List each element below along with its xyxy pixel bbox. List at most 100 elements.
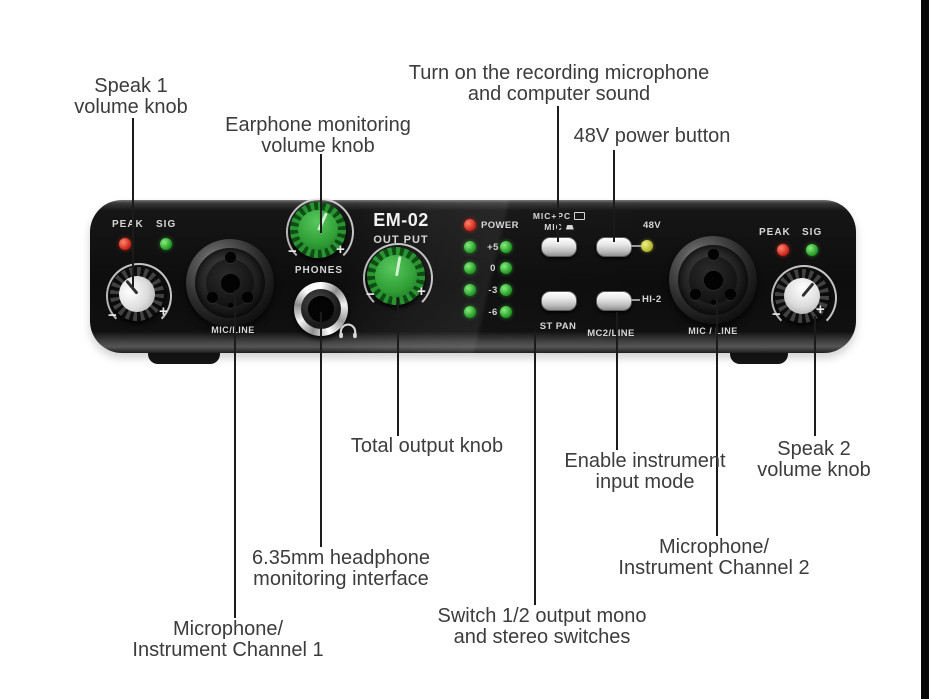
leader-48v	[613, 150, 615, 242]
plus-mark: +	[336, 241, 345, 258]
minus-mark: −	[772, 306, 781, 323]
48v-led-connector	[631, 245, 642, 247]
label-mic-instrument-channel2: Microphone/ Instrument Channel 2	[618, 537, 809, 579]
knob-arc	[363, 243, 433, 313]
leader-earphone	[320, 154, 322, 233]
knob-arc	[106, 263, 172, 329]
device-foot-right	[730, 350, 788, 364]
mic-label-row: MIC	[526, 222, 592, 232]
minus-mark: −	[288, 243, 297, 260]
headphone-635mm-jack	[294, 282, 348, 336]
label-mic-instrument-channel1: Microphone/ Instrument Channel 1	[132, 619, 323, 661]
label-line: Microphone/	[172, 618, 284, 640]
label-line: volume knob	[261, 135, 375, 157]
xlr-pin-hole	[725, 289, 736, 300]
peak-label-ch1: PEAK	[112, 219, 144, 230]
leader-switch	[534, 331, 536, 605]
label-total-output-knob: Total output knob	[351, 436, 503, 457]
output-label: OUT PUT	[373, 234, 429, 246]
label-line: Total output knob	[350, 435, 504, 457]
mic-label: MIC	[544, 222, 563, 232]
peak-label-ch2: PEAK	[759, 227, 791, 238]
xlr-pin-hole	[242, 292, 253, 303]
computer-icon	[574, 212, 586, 220]
leader-speak2	[814, 316, 816, 436]
xlr-pin-hole	[224, 252, 236, 263]
mic-pc-label-row: MIC+PC	[526, 211, 592, 221]
label-line: volume knob	[757, 459, 871, 481]
minus-mark: −	[366, 286, 375, 303]
mic-pc-mix-button	[541, 237, 577, 257]
48v-label: 48V	[642, 220, 662, 231]
meter-level-label: 0	[490, 263, 496, 274]
label-line: and computer sound	[467, 83, 651, 105]
power-led	[464, 219, 476, 231]
knob-pointer	[800, 282, 815, 298]
peak-led-ch2	[777, 244, 789, 256]
label-line: Instrument Channel 1	[132, 639, 324, 661]
audio-interface-em02: PEAK SIG − + MIC/LINE − + PHONES	[90, 198, 856, 353]
leader-channel2	[716, 292, 718, 536]
leader-635mm	[320, 312, 322, 547]
phones-label: PHONES	[294, 265, 344, 276]
sig-label-ch1: SIG	[156, 219, 177, 230]
st-pan-button	[541, 291, 577, 311]
hi2-label: HI-2	[642, 294, 662, 305]
meter-led-left	[464, 306, 476, 318]
meter-led-right	[500, 262, 512, 274]
leader-channel1	[234, 290, 236, 618]
meter-led-right	[500, 284, 512, 296]
label-line: Microphone/	[658, 536, 770, 558]
mic-line-label-ch1: MIC/LINE	[211, 325, 255, 335]
hi2-connector	[631, 299, 640, 301]
meter-led-left	[464, 284, 476, 296]
label-line: Switch 1/2 output mono	[437, 605, 647, 627]
label-line: Earphone monitoring	[225, 114, 411, 136]
label-line: Instrument Channel 2	[618, 557, 810, 579]
sig-label-ch2: SIG	[802, 227, 823, 238]
label-enable-instrument: Enable instrument input mode	[564, 451, 725, 493]
label-635mm-headphone: 6.35mm headphone monitoring interface	[252, 548, 430, 590]
meter-led-right	[500, 306, 512, 318]
label-48v-power-button: 48V power button	[574, 126, 731, 147]
peak-led-ch1	[119, 238, 131, 250]
label-line: Speak 1	[94, 75, 168, 97]
plus-mark: +	[816, 301, 825, 318]
label-line: 6.35mm headphone	[252, 547, 430, 569]
st-pan-label: ST PAN	[539, 321, 577, 332]
minus-mark: −	[108, 307, 117, 324]
sig-led-ch2	[806, 244, 818, 256]
meter-led-right	[500, 241, 512, 253]
xlr-pin-hole	[707, 249, 719, 260]
meter-level-label: +5	[487, 242, 499, 253]
meter-led-left	[464, 241, 476, 253]
label-speak2-volume-knob: Speak 2 volume knob	[757, 439, 870, 481]
plus-mark: +	[159, 303, 168, 320]
microphone-icon	[565, 224, 574, 230]
label-earphone-volume-knob: Earphone monitoring volume knob	[225, 115, 411, 157]
latch-dot	[710, 300, 716, 305]
label-switch-mono-stereo: Switch 1/2 output mono and stereo switch…	[437, 606, 646, 648]
xlr-combo-jack-ch2	[669, 236, 757, 324]
label-speak1-volume-knob: Speak 1 volume knob	[74, 76, 187, 118]
knob-arc	[771, 265, 837, 331]
mc2-line-label: MC2/LINE	[587, 328, 635, 339]
label-line: Turn on the recording microphone	[408, 62, 710, 84]
label-line: monitoring interface	[253, 568, 429, 590]
xlr-pin-hole	[207, 292, 218, 303]
label-line: 48V power button	[573, 125, 731, 147]
meter-led-left	[464, 262, 476, 274]
mic-line-label-ch2: MIC / LINE	[688, 326, 738, 336]
meter-level-label: -3	[488, 285, 498, 296]
model-label: EM-02	[373, 210, 429, 230]
leader-turn-on	[557, 106, 559, 242]
48v-led	[641, 240, 653, 252]
label-line: input mode	[595, 471, 695, 493]
mic-pc-label: MIC+PC	[532, 211, 572, 221]
device-foot-left	[148, 350, 220, 364]
meter-level-label: -6	[488, 307, 498, 318]
headphones-icon	[339, 323, 357, 339]
label-line: volume knob	[74, 96, 188, 118]
mc2-line-button	[596, 291, 632, 311]
